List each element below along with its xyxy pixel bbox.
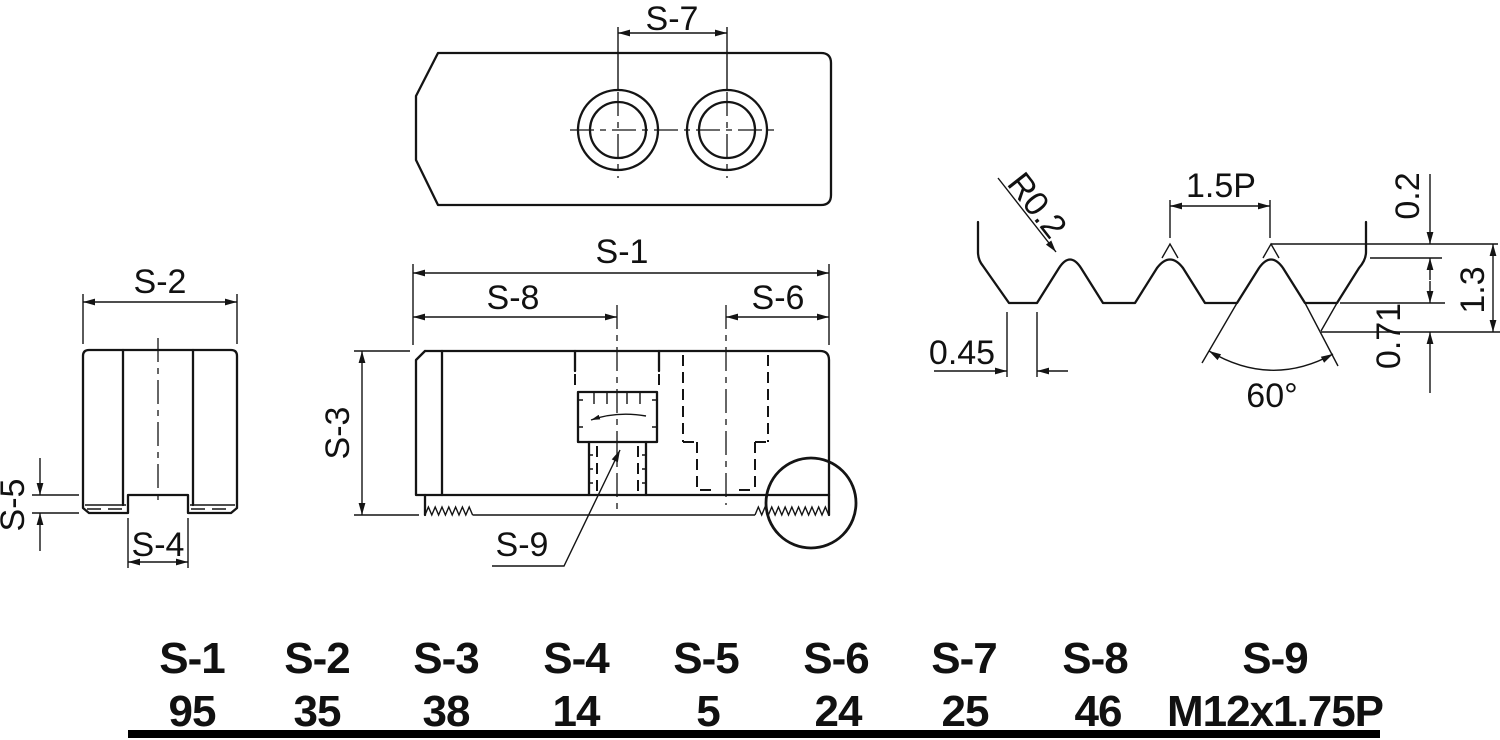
table-value: M12x1.75P — [1167, 687, 1383, 736]
table-value: 5 — [696, 687, 720, 736]
table-header: S-6 — [803, 634, 868, 683]
side-view-groove-lines — [121, 348, 195, 507]
screw-head-notches — [578, 399, 657, 428]
table-value: 25 — [942, 687, 989, 736]
table-header: S-2 — [284, 634, 349, 683]
s9-leader — [492, 449, 621, 567]
flank-extension-right — [1304, 302, 1339, 367]
dim-label-s5: S-5 — [0, 479, 32, 532]
serration-profile-detail: 60° R0.2 1.5P 0.45 0.2 0.71 1.3 — [929, 166, 1500, 415]
flank-extension-left — [1201, 302, 1238, 364]
serration-detail-circle — [764, 456, 858, 550]
front-view: S-1 S-8 S-6 S-3 S-9 — [319, 233, 858, 567]
table-value: 46 — [1075, 687, 1122, 736]
dim-label-02: 0.2 — [1389, 172, 1427, 219]
sharp-crest-triangle-2 — [1262, 242, 1280, 259]
screw-slot-curve — [590, 413, 647, 421]
table-header: S-3 — [413, 634, 478, 683]
dim-label-pitch: 1.5P — [1186, 167, 1256, 205]
dim-label-60deg: 60° — [1246, 377, 1297, 415]
table-value: 38 — [423, 687, 470, 736]
side-view-outline — [81, 348, 239, 515]
base-serration-left — [424, 505, 474, 517]
r02-leader — [997, 177, 1057, 253]
dim-label-r02: R0.2 — [1000, 166, 1074, 246]
table-value: 95 — [169, 687, 216, 736]
mounting-screw — [576, 305, 659, 510]
dim-label-071: 0.71 — [1370, 303, 1408, 369]
screw-thread-notches — [589, 454, 646, 484]
table-header: S-1 — [159, 634, 225, 683]
root-flat-extension-lines — [1006, 312, 1038, 377]
table-header: S-5 — [673, 634, 739, 683]
dim-label-s1: S-1 — [596, 233, 649, 271]
s7-extension-lines — [617, 27, 728, 90]
table-header: S-8 — [1062, 634, 1128, 683]
table-header: S-7 — [931, 634, 996, 683]
s1-extension-lines — [412, 264, 830, 345]
dim-label-s9: S-9 — [496, 526, 549, 564]
hidden-counterbore — [682, 355, 769, 443]
s3-extension-lines — [354, 350, 419, 516]
dim-label-13: 1.3 — [1454, 266, 1492, 313]
dim-label-s2: S-2 — [134, 263, 187, 301]
dim-label-s7: S-7 — [646, 0, 699, 38]
s5-extension-lines — [32, 494, 79, 514]
top-view-outline — [414, 51, 833, 207]
table-value: 35 — [294, 687, 341, 736]
dim-label-s3: S-3 — [319, 407, 357, 460]
table-value: 14 — [553, 687, 601, 736]
table-header: S-9 — [1242, 634, 1307, 683]
table-header: S-4 — [543, 634, 610, 683]
hidden-hole — [682, 305, 769, 505]
angle-arc — [1208, 350, 1334, 371]
top-view: S-7 — [414, 0, 833, 207]
screw-socket-slots — [593, 392, 641, 404]
serration-profile — [976, 220, 1368, 305]
hidden-thread-bore — [696, 442, 756, 491]
dim-label-s6: S-6 — [752, 279, 805, 317]
side-view: S-2 S-5 S-4 — [0, 263, 239, 568]
sharp-root-v — [1320, 302, 1338, 332]
screw-thread-hidden — [596, 446, 639, 493]
dim-label-s8: S-8 — [487, 279, 540, 317]
dimension-table: S-1 S-2 S-3 S-4 S-5 S-6 S-7 S-8 S-9 95 3… — [128, 634, 1384, 738]
sharp-crest-triangle-1 — [1161, 242, 1179, 259]
front-view-outline — [414, 349, 831, 497]
table-value: 24 — [815, 687, 863, 736]
dim-label-s4: S-4 — [132, 526, 185, 564]
dim-label-045: 0.45 — [929, 334, 995, 372]
